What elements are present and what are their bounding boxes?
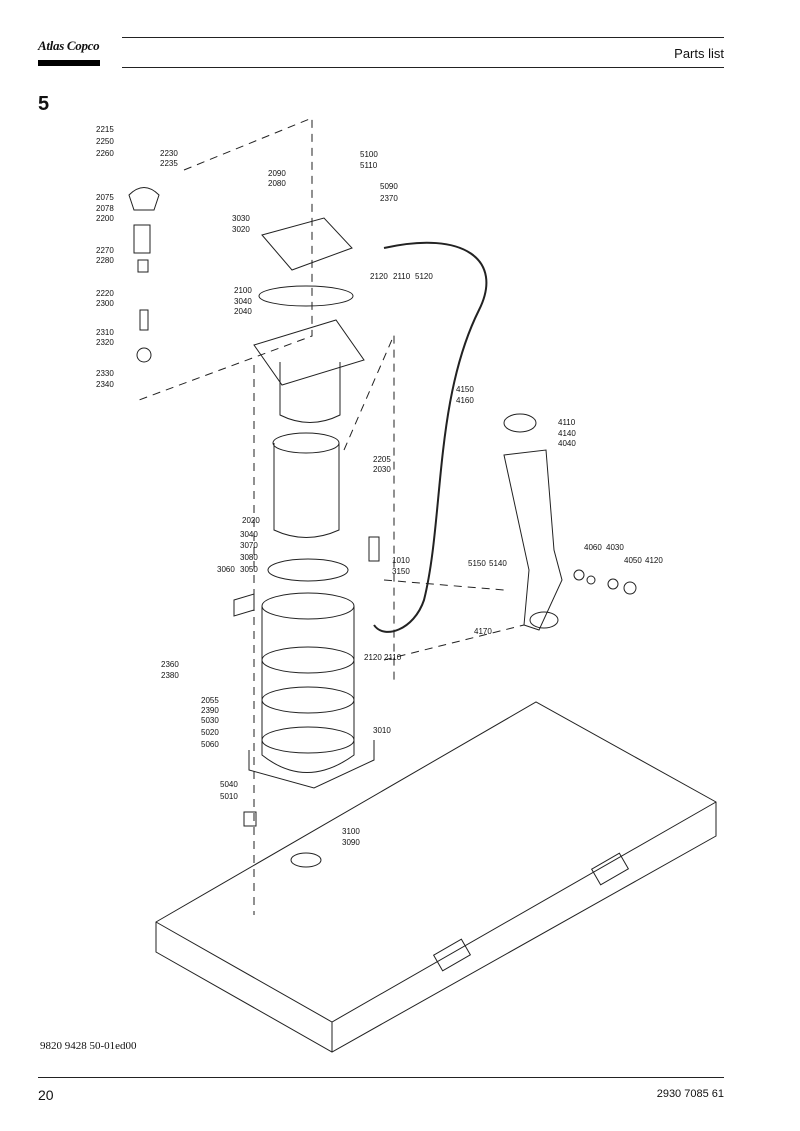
callout-label: 3040 (234, 297, 252, 306)
callout-label: 2100 (234, 286, 252, 295)
header-top-rule (122, 37, 724, 38)
callout-label: 2360 (161, 660, 179, 669)
exploded-parts-drawing: 2215 2250 2260 2230 2235 2075 2078 2200 … (84, 100, 724, 1056)
section-number: 5 (38, 93, 50, 115)
callout-label: 5140 (489, 559, 507, 568)
callout-label: 2390 (201, 706, 219, 715)
callout-label: 3070 (240, 541, 258, 550)
assembly-dashed-line-5 (383, 624, 525, 661)
callout-label: 4150 (456, 385, 474, 394)
callout-label: 2030 (373, 465, 391, 474)
arm-assembly (503, 449, 563, 631)
callout-label: 4120 (645, 556, 663, 565)
document-number: 2930 7085 61 (656, 1088, 724, 1100)
callout-label: 2230 (160, 149, 178, 158)
footer-rule (38, 1077, 724, 1078)
callout-label: 2280 (96, 256, 114, 265)
callout-label: 2300 (96, 299, 114, 308)
callout-label: 5040 (220, 780, 238, 789)
hose (373, 241, 488, 633)
callout-label: 3050 (240, 565, 258, 574)
callout-label: 3090 (342, 838, 360, 847)
callout-label: 3020 (232, 225, 250, 234)
callout-label: 5120 (415, 272, 433, 281)
callout-label: 2220 (96, 289, 114, 298)
callout-label: 5030 (201, 716, 219, 725)
header-bottom-rule (122, 67, 724, 68)
callout-label: 2260 (96, 149, 114, 158)
drawing-id: 9820 9428 50-01ed00 (40, 1040, 137, 1052)
callout-label: 3010 (373, 726, 391, 735)
callout-label: 2370 (380, 194, 398, 203)
callout-label: 5090 (380, 182, 398, 191)
callout-label: 2120 (370, 272, 388, 281)
callout-label: 5100 (360, 150, 378, 159)
callout-label: 2090 (268, 169, 286, 178)
callout-label: 4110 (558, 418, 576, 427)
plate-3050 (233, 593, 255, 617)
callout-label: 2320 (96, 338, 114, 347)
callout-label: 3040 (240, 530, 258, 539)
callout-label: 2270 (96, 246, 114, 255)
callout-label: 4050 (624, 556, 642, 565)
cartridge-1010 (368, 536, 380, 562)
vessel-housing (261, 606, 355, 773)
callout-label: 4140 (558, 429, 576, 438)
callout-label: 2110 (384, 653, 402, 662)
callout-label: 5150 (468, 559, 486, 568)
callout-label: 5110 (360, 161, 378, 170)
drawing-canvas: 2215 2250 2260 2230 2235 2075 2078 2200 … (96, 117, 717, 1053)
callout-label: 4060 (584, 543, 602, 552)
callout-label: 4040 (558, 439, 576, 448)
callout-label: 2235 (160, 159, 178, 168)
callout-label: 2330 (96, 369, 114, 378)
callout-label: 2340 (96, 380, 114, 389)
drain-plug (290, 852, 322, 868)
page-number: 20 (38, 1087, 54, 1103)
callout-label: 5010 (220, 792, 238, 801)
logo-bar (38, 60, 100, 66)
callout-label: 4030 (606, 543, 624, 552)
callout-label: 3060 (217, 565, 235, 574)
atlas-copco-logo: Atlas Copco (38, 38, 100, 66)
callout-label: 2380 (161, 671, 179, 680)
foot-5010 (243, 811, 257, 827)
callout-label: 2200 (96, 214, 114, 223)
callout-label: 2110 (393, 272, 411, 281)
callout-label: 1010 (392, 556, 410, 565)
base-frame (155, 701, 717, 1053)
assembly-dashed-line-4 (383, 579, 505, 591)
flange-plate (253, 319, 365, 386)
callout-label: 2040 (234, 307, 252, 316)
callout-label: 2310 (96, 328, 114, 337)
callout-label: 3080 (240, 553, 258, 562)
callout-label: 2080 (268, 179, 286, 188)
callout-label: 3150 (392, 567, 410, 576)
top-cover (261, 217, 353, 271)
page-title: Parts list (674, 46, 724, 61)
callout-label: 2075 (96, 193, 114, 202)
filter-element (273, 443, 340, 538)
callout-label: 2020 (242, 516, 260, 525)
callout-label: 3100 (342, 827, 360, 836)
float-valve (128, 187, 160, 211)
callout-label: 2055 (201, 696, 219, 705)
callout-label: 5020 (201, 728, 219, 737)
assembly-dashed-line-1 (138, 117, 313, 401)
callout-label: 4170 (474, 627, 492, 636)
flange-cylinder (279, 362, 341, 423)
callout-label: 4160 (456, 396, 474, 405)
callout-label: 3030 (232, 214, 250, 223)
callout-label: 2120 (364, 653, 382, 662)
callout-label: 2215 (96, 125, 114, 134)
callout-label: 2078 (96, 204, 114, 213)
callout-label: 5060 (201, 740, 219, 749)
callout-label: 2250 (96, 137, 114, 146)
callout-label: 2205 (373, 455, 391, 464)
brand-name: Atlas Copco (38, 38, 100, 53)
